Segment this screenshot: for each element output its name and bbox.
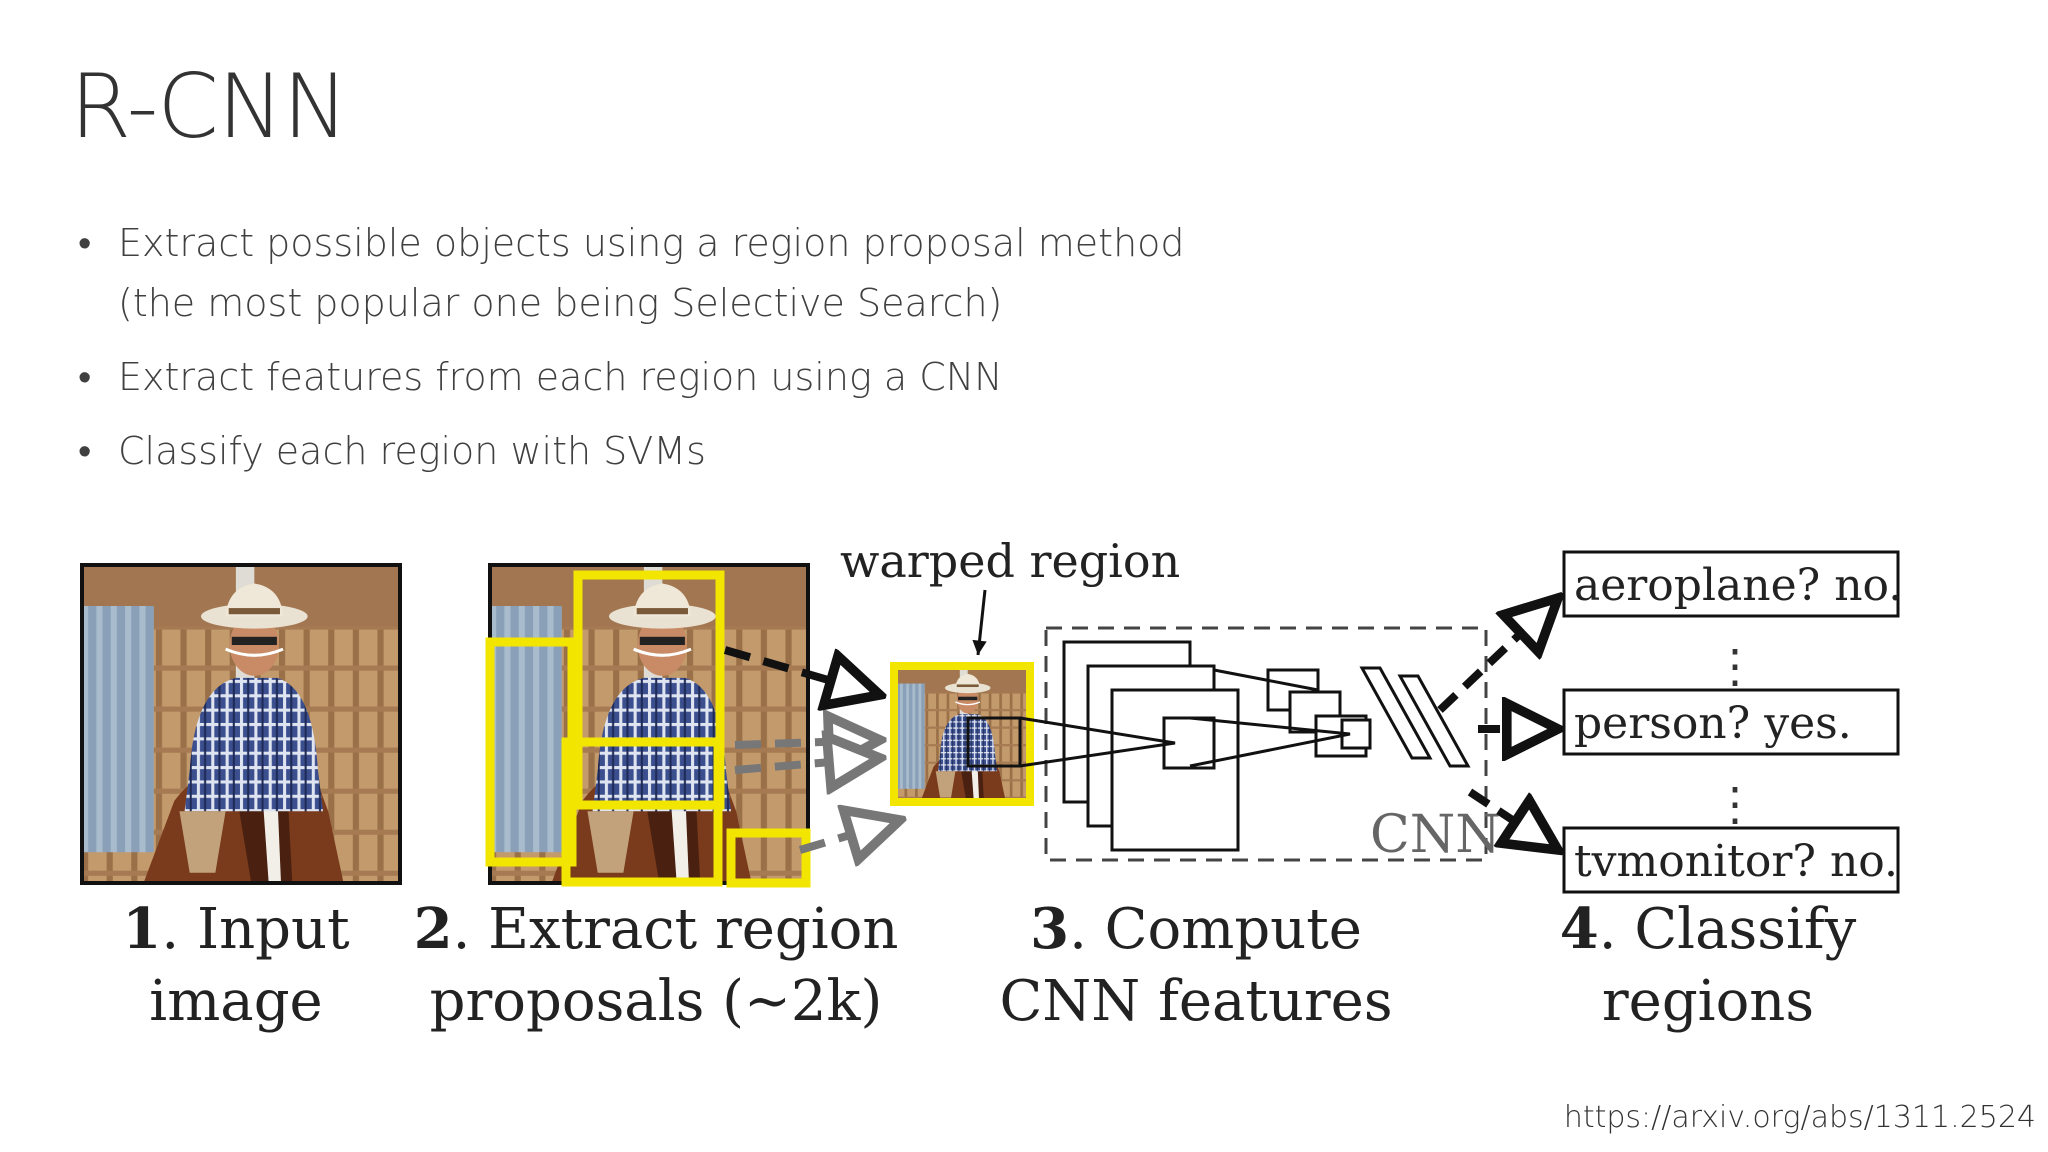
step-captions: 1. Input image 2. Extract region proposa… (122, 896, 1856, 1034)
vertical-ellipsis: ⋮ (1712, 639, 1758, 693)
step-caption: 2. Extract region (414, 896, 899, 962)
source-link[interactable]: https://arxiv.org/abs/1311.2524 (1563, 1100, 2036, 1135)
warped-region-frame (890, 662, 1034, 806)
bullet-text: Extract features from each region using … (118, 355, 1003, 399)
bullet-list: • Extract possible objects using a regio… (78, 213, 1378, 495)
class-arrow (1467, 788, 1558, 850)
class-arrows (1437, 598, 1558, 850)
proposal-arrow (798, 820, 900, 850)
proposal-box (485, 637, 577, 867)
step-subtitle: proposals (~2k) (430, 969, 883, 1034)
warped-photo (894, 666, 1030, 802)
proposal-arrow (723, 646, 880, 695)
warped-region-label: warped region (840, 534, 1180, 588)
proposal-box (726, 828, 811, 888)
proposal-box (573, 570, 725, 810)
warped-region-pointer (972, 589, 987, 656)
receptive-field-box (966, 716, 1022, 768)
step-title: . Classify (1599, 897, 1857, 962)
cnn-layer (1110, 688, 1240, 852)
bullet-item: • Extract features from each region usin… (78, 347, 1378, 407)
input-image (80, 563, 402, 885)
class-label-tvmonitor: tvmonitor? no. (1574, 836, 1898, 887)
cnn-connections (1019, 668, 1351, 768)
step-title: . Extract region (453, 897, 899, 962)
input-image-frame (80, 563, 402, 885)
step-caption: 1. Input (122, 896, 350, 962)
rcnn-pipeline-diagram: warped region CNN aeroplane? no (80, 534, 1902, 1034)
class-label-person: person? yes. (1574, 698, 1852, 749)
slide-title: R-CNN (70, 55, 348, 158)
class-label-aeroplane: aeroplane? no. (1574, 560, 1902, 611)
cnn-connection (1019, 716, 1176, 768)
input-photo (82, 565, 400, 883)
proposal-arrow (734, 758, 880, 770)
cnn-layers (1062, 640, 1372, 852)
step-number: 3 (1030, 896, 1069, 962)
step-caption: 3. Compute (1030, 896, 1362, 962)
bullet-item: • Extract possible objects using a regio… (78, 213, 1378, 333)
step-number: 4 (1560, 896, 1599, 962)
class-arrow (1437, 598, 1558, 713)
class-box-person (1562, 688, 1900, 756)
cnn-box (1044, 626, 1488, 862)
bullet-item: • Classify each region with SVMs (78, 421, 1378, 481)
bullet-dot: • (78, 429, 92, 473)
bullet-dot: • (78, 221, 92, 265)
step-title: . Compute (1069, 897, 1362, 962)
class-box-tvmonitor (1562, 826, 1900, 894)
cnn-feature-box (1340, 718, 1372, 750)
bullet-text: Extract possible objects using a region … (118, 221, 1185, 265)
step-number: 1 (122, 896, 161, 962)
step-subtitle: regions (1602, 969, 1814, 1034)
proposal-arrows (723, 646, 900, 850)
step-subtitle: CNN features (999, 969, 1392, 1034)
cnn-connection (1189, 716, 1351, 768)
fc-layer (1359, 666, 1433, 760)
fc-layer (1397, 674, 1471, 768)
proposals-image (485, 563, 811, 888)
bullet-continuation: (the most popular one being Selective Se… (118, 281, 1003, 325)
step-number: 2 (414, 896, 453, 962)
cnn-label: CNN (1370, 805, 1501, 865)
proposal-boxes (485, 570, 811, 888)
proposal-box (561, 737, 723, 887)
step-caption: 4. Classify (1560, 896, 1857, 962)
fc-layers (1359, 666, 1471, 768)
step-subtitle: image (149, 969, 322, 1034)
class-results: aeroplane? no. ⋮ person? yes. ⋮ tvmonito… (1562, 550, 1902, 894)
warped-region (890, 662, 1034, 806)
cnn-connection (1213, 668, 1319, 692)
bullet-text: Classify each region with SVMs (118, 429, 706, 473)
class-box-aeroplane (1562, 550, 1900, 618)
vertical-ellipsis: ⋮ (1712, 777, 1758, 831)
bullet-dot: • (78, 355, 92, 399)
step-title: . Input (161, 897, 350, 962)
